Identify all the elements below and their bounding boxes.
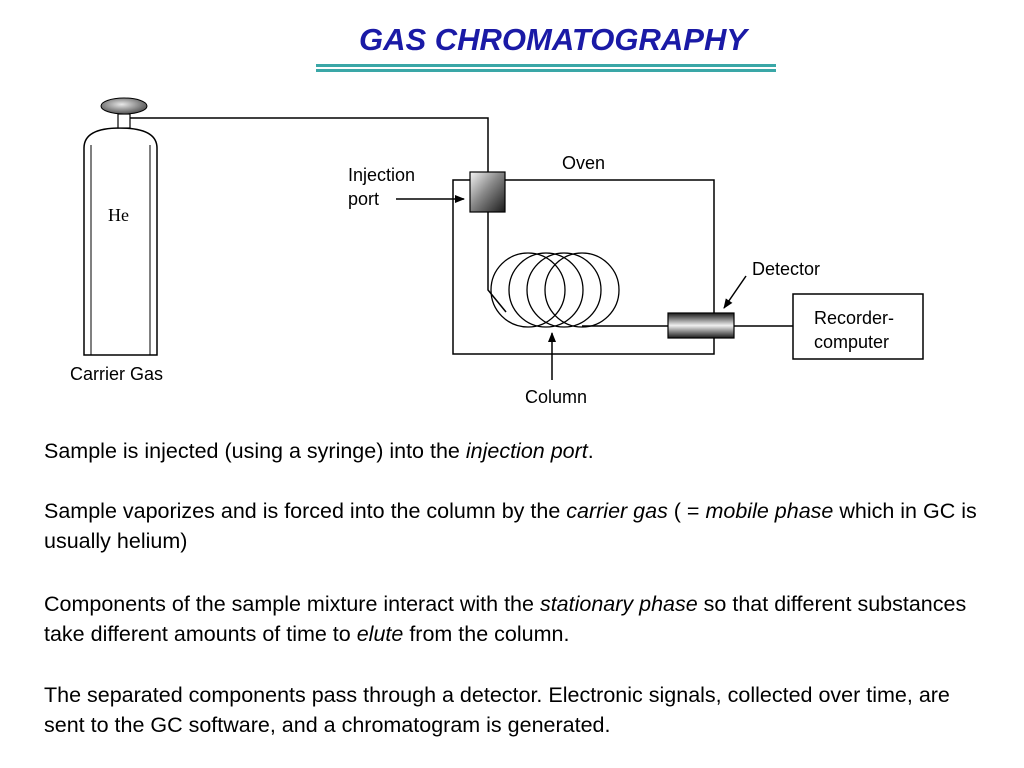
- injection-label-line1: Injection: [348, 165, 416, 185]
- title-underline-lower: [316, 69, 776, 72]
- column-label: Column: [525, 387, 588, 407]
- detector: [667, 312, 735, 339]
- paragraph-carrier-gas: Sample vaporizes and is forced into the …: [44, 499, 977, 553]
- recorder-label-line2: computer: [814, 332, 890, 352]
- recorder-box: [792, 293, 924, 360]
- cylinder-label: He: [108, 205, 129, 225]
- column-coil: [490, 252, 620, 328]
- column-inlet-line: [487, 212, 507, 313]
- paragraph-detector: The separated components pass through a …: [44, 683, 950, 737]
- title-underline: [316, 64, 776, 67]
- carrier-gas-line: [130, 117, 489, 172]
- detector-arrow: [723, 275, 747, 309]
- paragraph-stationary-phase: Components of the sample mixture interac…: [44, 592, 967, 646]
- cylinder-valve: [100, 97, 148, 115]
- recorder-label-line1: Recorder-: [814, 308, 895, 328]
- injection-port: [469, 171, 506, 213]
- paragraph-injection: Sample is injected (using a syringe) int…: [44, 439, 594, 463]
- injection-label-line2: port: [348, 189, 380, 209]
- oven-label: Oven: [562, 153, 606, 173]
- carrier-gas-label: Carrier Gas: [70, 364, 164, 384]
- gas-cylinder: [83, 113, 158, 356]
- page-title: GAS CHROMATOGRAPHY: [358, 22, 748, 57]
- detector-label: Detector: [752, 259, 821, 279]
